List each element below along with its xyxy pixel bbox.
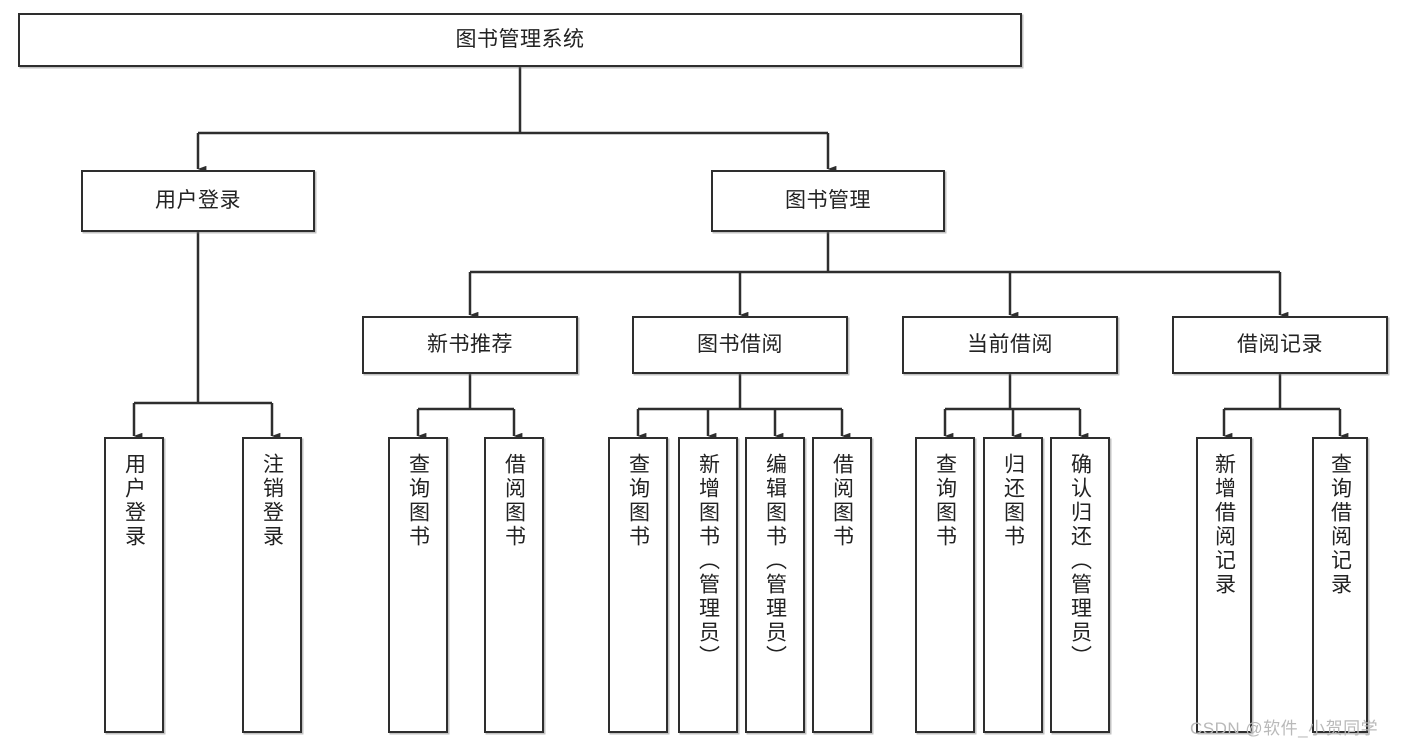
node-box-leaf-6[interactable]: 新增图书（管理员） bbox=[678, 437, 738, 733]
node-label: 借阅图书 bbox=[502, 453, 526, 549]
node-label: 借阅记录 bbox=[1237, 332, 1323, 356]
node-box-records[interactable]: 借阅记录 bbox=[1172, 316, 1388, 374]
node-label: 用户登录 bbox=[122, 453, 146, 549]
node-label: 用户登录 bbox=[155, 188, 241, 212]
node-label: 当前借阅 bbox=[967, 332, 1053, 356]
node-label: 确认归还（管理员） bbox=[1068, 453, 1092, 669]
node-label: 新增借阅记录 bbox=[1212, 453, 1236, 597]
node-box-login[interactable]: 用户登录 bbox=[81, 170, 315, 232]
node-label: 注销登录 bbox=[260, 453, 284, 549]
node-box-root[interactable]: 图书管理系统 bbox=[18, 13, 1022, 67]
node-label: 图书管理系统 bbox=[455, 27, 585, 51]
node-box-leaf-4[interactable]: 借阅图书 bbox=[484, 437, 544, 733]
node-label: 查询借阅记录 bbox=[1328, 453, 1352, 597]
node-label: 图书管理 bbox=[785, 188, 871, 212]
node-box-leaf-9[interactable]: 查询图书 bbox=[915, 437, 975, 733]
node-label: 新增图书（管理员） bbox=[696, 453, 720, 669]
node-box-leaf-10[interactable]: 归还图书 bbox=[983, 437, 1043, 733]
node-box-leaf-7[interactable]: 编辑图书（管理员） bbox=[745, 437, 805, 733]
node-box-leaf-8[interactable]: 借阅图书 bbox=[812, 437, 872, 733]
node-label: 查询图书 bbox=[406, 453, 430, 549]
node-box-newbook[interactable]: 新书推荐 bbox=[362, 316, 578, 374]
node-label: 新书推荐 bbox=[427, 332, 513, 356]
node-box-leaf-11[interactable]: 确认归还（管理员） bbox=[1050, 437, 1110, 733]
node-box-current[interactable]: 当前借阅 bbox=[902, 316, 1118, 374]
node-box-leaf-12[interactable]: 新增借阅记录 bbox=[1196, 437, 1252, 733]
node-label: 查询图书 bbox=[933, 453, 957, 549]
node-label: 图书借阅 bbox=[697, 332, 783, 356]
node-label: 编辑图书（管理员） bbox=[763, 453, 787, 669]
edge-group bbox=[132, 67, 1349, 440]
node-label: 查询图书 bbox=[626, 453, 650, 549]
node-box-leaf-13[interactable]: 查询借阅记录 bbox=[1312, 437, 1368, 733]
node-label: 借阅图书 bbox=[830, 453, 854, 549]
node-box-borrow[interactable]: 图书借阅 bbox=[632, 316, 848, 374]
node-box-leaf-1[interactable]: 用户登录 bbox=[104, 437, 164, 733]
node-box-leaf-5[interactable]: 查询图书 bbox=[608, 437, 668, 733]
node-box-bookmgmt[interactable]: 图书管理 bbox=[711, 170, 945, 232]
node-label: 归还图书 bbox=[1001, 453, 1025, 549]
node-box-leaf-3[interactable]: 查询图书 bbox=[388, 437, 448, 733]
node-box-leaf-2[interactable]: 注销登录 bbox=[242, 437, 302, 733]
